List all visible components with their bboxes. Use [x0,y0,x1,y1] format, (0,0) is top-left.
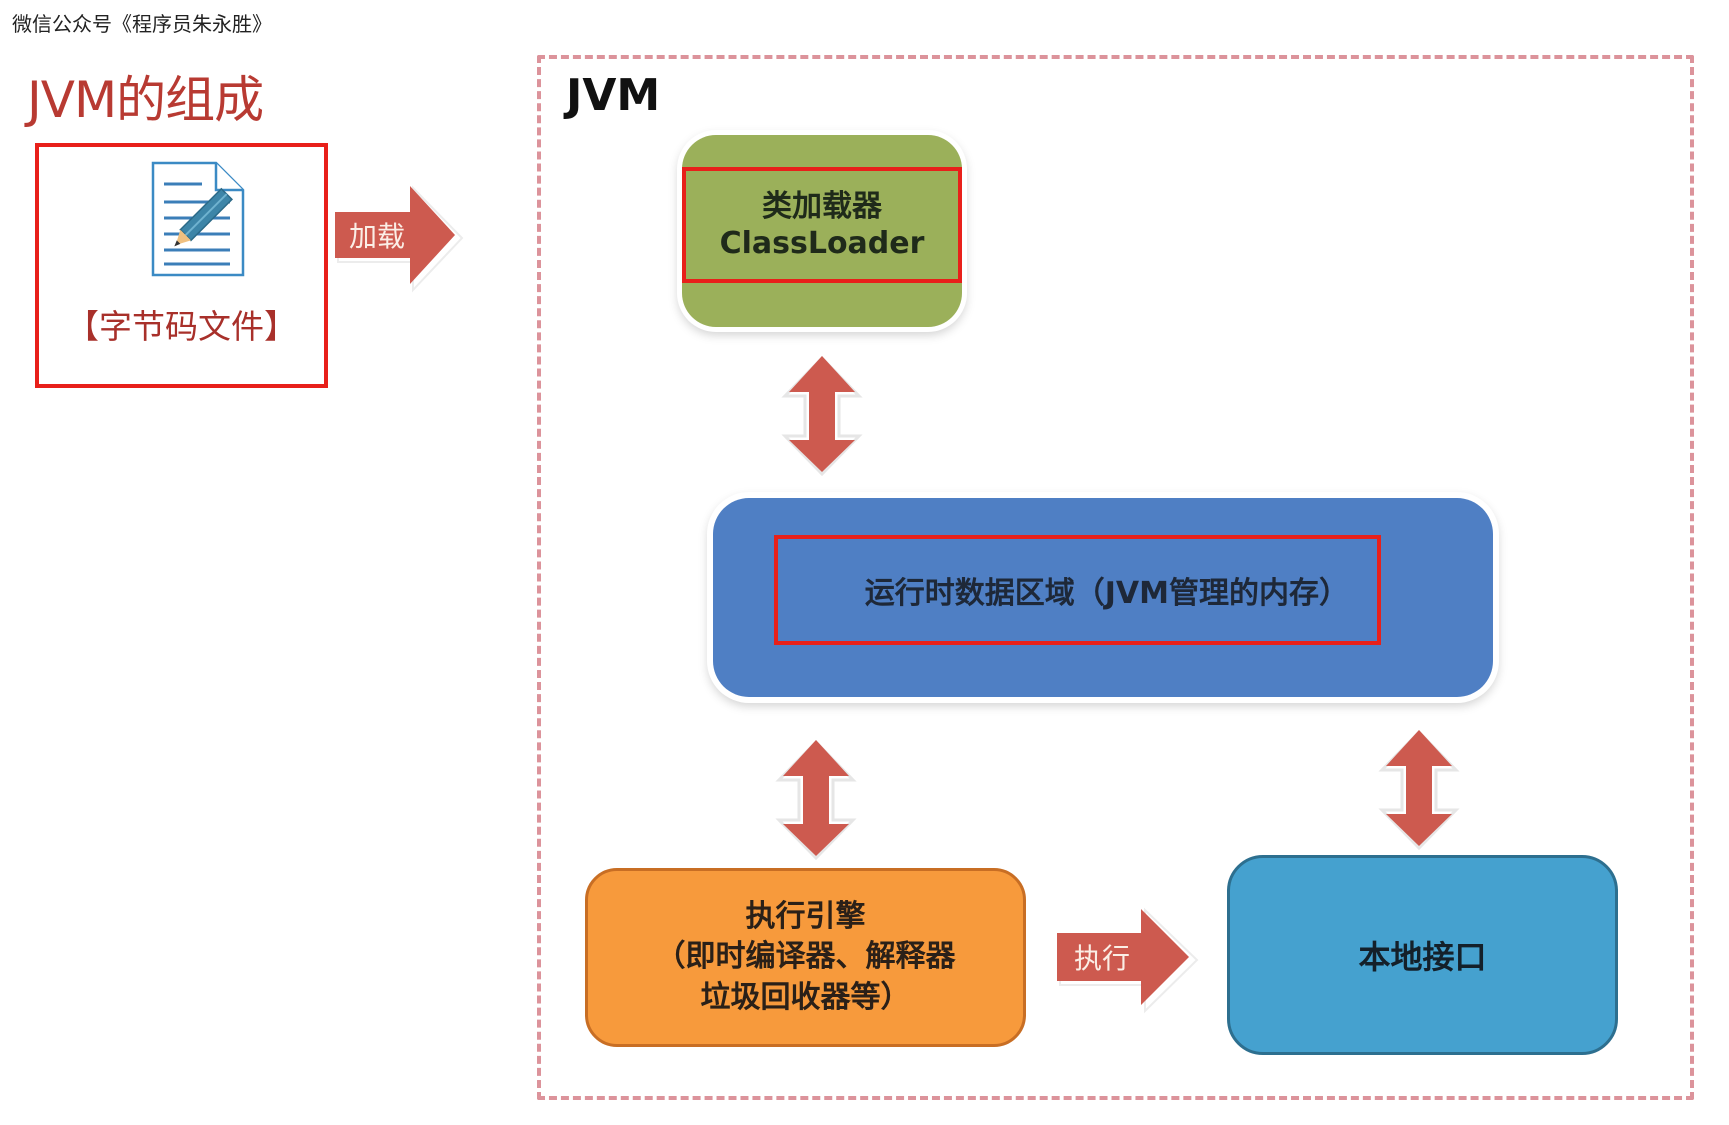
classloader-label-cn: 类加载器 [762,188,882,224]
native-interface-box: 本地接口 [1227,855,1618,1055]
load-arrow-label: 加载 [348,220,405,253]
execution-engine-box: 执行引擎 （即时编译器、解释器 垃圾回收器等） [585,868,1026,1047]
runtime-data-area-highlight: 运行时数据区域（JVM管理的内存） [774,535,1381,645]
runtime-data-area-box [713,498,1493,697]
bytecode-file-label: 【字节码文件】 [66,307,297,346]
runtime-data-area-label: 运行时数据区域（JVM管理的内存） [864,576,1349,611]
runtime-native-double-arrow [1378,729,1460,851]
document-edit-icon [151,161,245,277]
classloader-label-en: ClassLoader [719,226,925,261]
slide-title: JVM的组成 [27,71,264,129]
execution-engine-detail-1: （即时编译器、解释器 [655,939,956,975]
jvm-frame [537,55,1694,1100]
load-arrow-shape [335,186,455,284]
jvm-label: JVM [566,70,661,121]
execution-engine-detail-2: 垃圾回收器等） [700,979,911,1015]
runtime-engine-double-arrow [775,739,857,861]
execute-arrow [1057,907,1199,1014]
execution-engine-title: 执行引擎 [745,898,866,934]
load-arrow [335,185,464,293]
classloader-runtime-double-arrow [781,355,863,477]
classloader-highlight: 类加载器 ClassLoader [682,167,962,283]
native-interface-label: 本地接口 [1358,938,1487,976]
execute-arrow-label: 执行 [1073,942,1130,975]
watermark-text: 微信公众号《程序员朱永胜》 [12,12,272,36]
